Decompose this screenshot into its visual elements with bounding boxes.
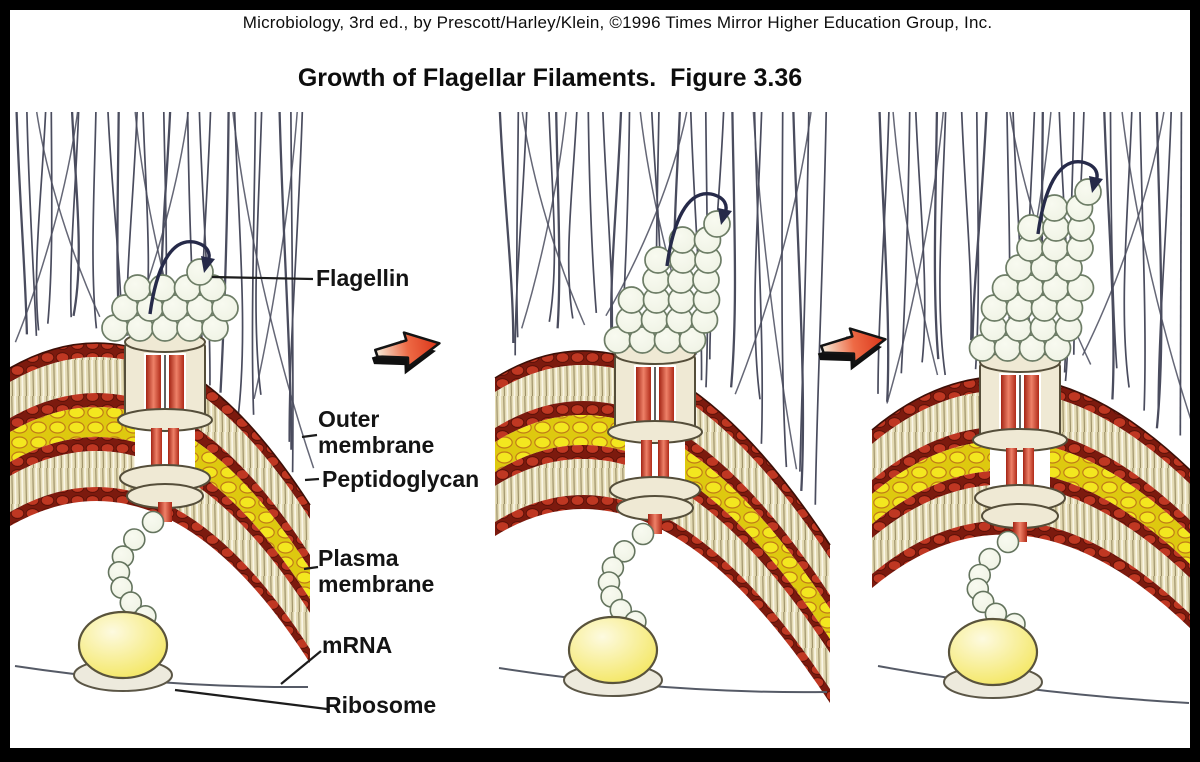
- ribosome-shape: [567, 615, 659, 685]
- stage-arrow-2: [817, 327, 887, 371]
- stage-panel-3: [871, 111, 1199, 704]
- flagellin-leader-line: [211, 275, 314, 281]
- mrna-leader-line: [280, 650, 322, 685]
- label-flagellin: Flagellin: [316, 265, 410, 291]
- label-mrna: mRNA: [322, 632, 393, 658]
- stage-panel-2: [494, 111, 831, 703]
- ribosome-leader-line: [174, 688, 328, 711]
- ribosome-shape: [947, 617, 1039, 687]
- label-peptidoglycan: Peptidoglycan: [322, 466, 480, 492]
- label-ribosome: Ribosome: [325, 692, 437, 718]
- label-plasma-membrane: Plasma membrane: [318, 545, 435, 597]
- figure-title: Growth of Flagellar Filaments. Figure 3.…: [297, 64, 803, 92]
- peptidoglycan-tick: [304, 477, 320, 482]
- stage-panel-1: [9, 111, 315, 692]
- stage-arrow-1: [371, 331, 441, 375]
- outer-membrane-tick: [301, 433, 318, 439]
- ribosome-shape: [77, 610, 169, 680]
- plasma-membrane-tick: [303, 565, 319, 571]
- tip-insertion-arrow: [148, 240, 211, 315]
- tip-insertion-arrow: [1036, 160, 1099, 235]
- attribution-text: Microbiology, 3rd ed., by Prescott/Harle…: [242, 13, 993, 32]
- label-outer-membrane: Outer membrane: [318, 406, 435, 458]
- mrna-strand: [498, 667, 828, 694]
- tip-insertion-arrow: [665, 192, 728, 267]
